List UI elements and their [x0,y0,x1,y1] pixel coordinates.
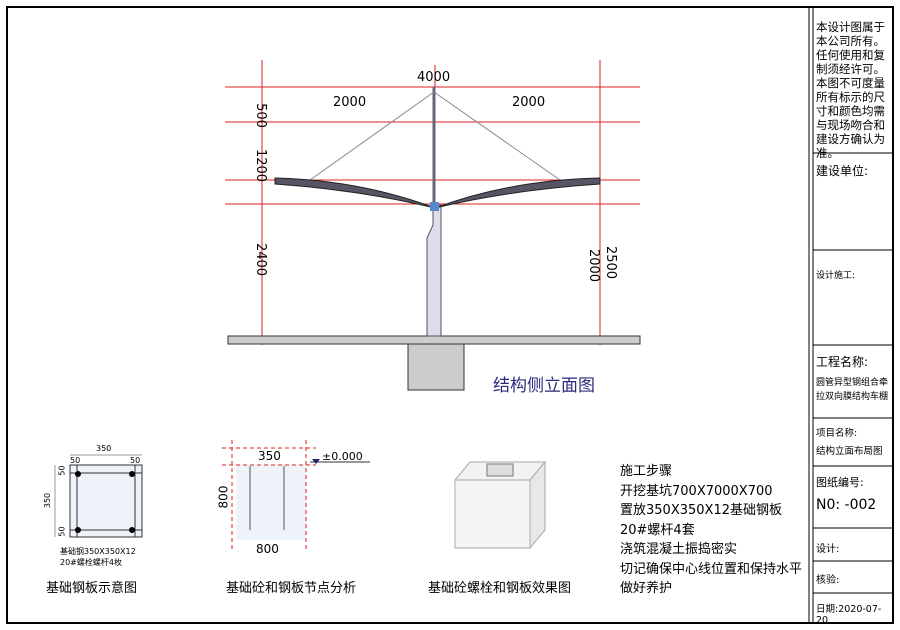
plate-dim-width: 350 [96,444,112,453]
client-label: 建设单位: [816,164,869,178]
plate-note-2: 20#螺栓螺杆4枚 [60,558,122,567]
drawing-no-label: 图纸编号: [816,476,864,489]
date: 日期:2020-07-20 [816,604,882,626]
step-item: 20#螺杆4套 [620,522,695,538]
disclaimer: 本设计图属于本公司所有。任何使用和复制须经许可。本图不可度量所有标示的尺寸和颜色… [816,20,885,160]
step-item: 开挖基坑700X7000X700 [620,483,773,499]
sheet-border [6,6,894,624]
dim-left-span: 2000 [333,95,367,110]
node-dim-top: 350 [258,449,281,463]
node-title: 基础砼和钢板节点分析 [226,581,357,596]
tension-cables [309,91,561,181]
node-dim-width: 800 [256,542,279,556]
plate-dim-height: 350 [43,492,53,509]
dim-right-high: 2500 [603,245,619,280]
effect-drawing [453,460,547,550]
column [426,204,442,337]
titleblock-rows [813,152,893,594]
contractor-label: 设计施工: [816,271,856,281]
dim-right-span: 2000 [512,95,546,110]
dim-total-width: 4000 [417,70,451,85]
step-item: 切记确保中心线位置和保持水平 [620,561,803,577]
base-plate-drawing [54,454,143,538]
plate-edge-bottom: 50 [57,526,67,537]
step-item: 做好养护 [620,581,673,596]
step-item: 浇筑混凝土振捣密实 [620,542,738,557]
dim-right-low: 2000 [586,248,602,283]
project-label: 工程名称: [816,355,869,369]
plate-title: 基础钢板示意图 [46,581,138,596]
joint [430,202,439,211]
item-name: 结构立面布局图 [816,446,883,457]
node-dim-height: 800 [216,485,231,509]
effect-title: 基础砼螺栓和钢板效果图 [428,581,572,596]
plate-edge-left: 50 [70,456,81,465]
node-level: ±0.000 [322,450,363,463]
dim-lower: 2400 [253,242,269,277]
item-label: 项目名称: [816,428,858,439]
plate-edge-right: 50 [130,456,141,465]
construction-steps: 施工步骤 开挖基坑700X7000X700 置放350X350X12基础钢板 2… [620,462,802,599]
project-name: 圆管异型钢组合牵拉双向膜结构车棚 [816,378,889,402]
dim-top: 500 [252,103,268,128]
ground-slab [227,335,641,345]
node-drawing [222,440,370,550]
check-label: 核验: [816,575,840,586]
drawing-no: N0: -002 [816,497,877,513]
foundation [407,343,465,391]
step-item: 置放350X350X12基础钢板 [620,503,782,518]
dim-mid: 1200 [253,148,269,183]
plate-note-1: 基础钢350X350X12 [60,547,136,556]
steps-title: 施工步骤 [620,464,673,479]
plate-edge-top: 50 [57,465,67,476]
elevation-title: 结构侧立面图 [493,376,595,396]
design-label: 设计: [816,544,840,555]
